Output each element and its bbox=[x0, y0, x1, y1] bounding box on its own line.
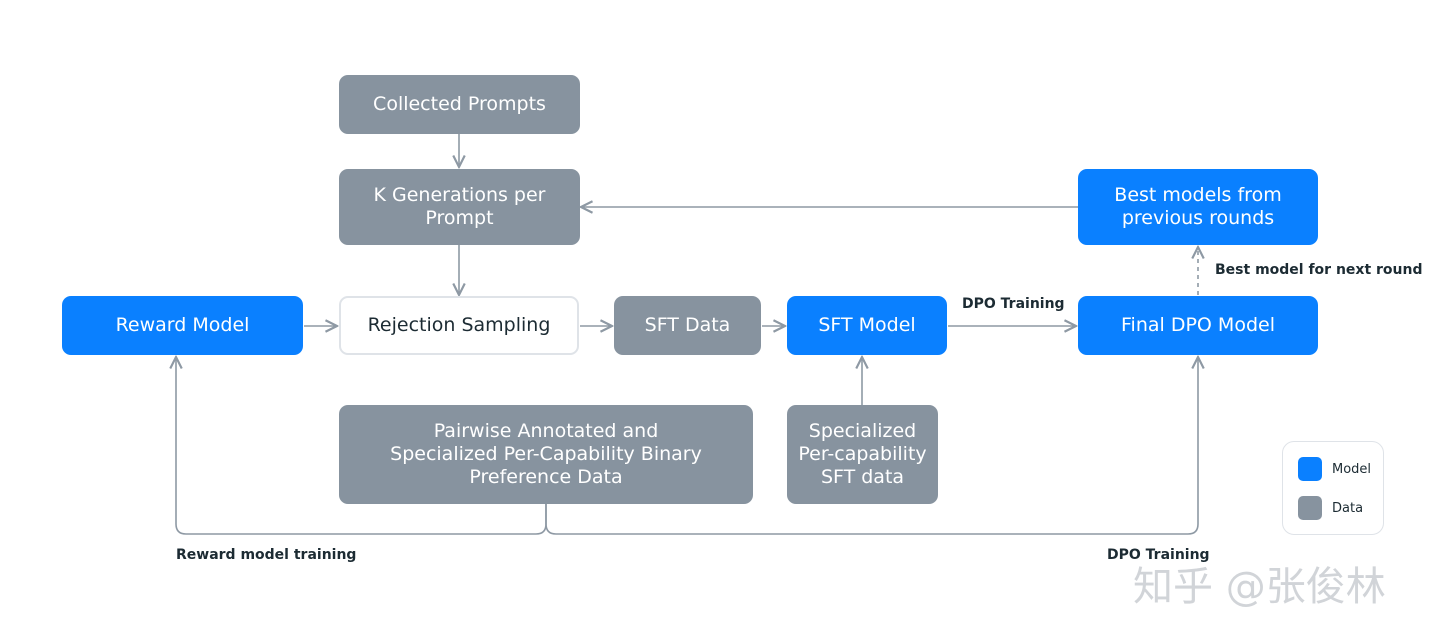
pairwise-data-node: Pairwise Annotated and Specialized Per-C… bbox=[339, 405, 753, 504]
final-dpo-model-node: Final DPO Model bbox=[1078, 296, 1318, 355]
best-models-node: Best models from previous rounds bbox=[1078, 169, 1318, 245]
sft-data-label: SFT Data bbox=[644, 314, 731, 336]
k-generations-label: K Generations per Prompt bbox=[373, 184, 546, 229]
final-dpo-model-label: Final DPO Model bbox=[1121, 314, 1275, 336]
dpo-training-bottom-label: DPO Training bbox=[1107, 547, 1210, 563]
sft-model-label: SFT Model bbox=[818, 314, 916, 336]
legend-model-label: Model bbox=[1332, 461, 1372, 477]
sft-data-node: SFT Data bbox=[614, 296, 761, 355]
arrow-pairwise-to-dpo-model bbox=[545, 357, 1198, 535]
watermark: 知乎 @张俊林 bbox=[1133, 564, 1386, 610]
arrow-pairwise-to-reward-model bbox=[176, 357, 547, 535]
rejection-sampling-node: Rejection Sampling bbox=[339, 296, 579, 355]
sft-model-node: SFT Model bbox=[787, 296, 947, 355]
best-model-next-round-label: Best model for next round bbox=[1215, 262, 1423, 278]
legend-model-swatch bbox=[1298, 457, 1322, 481]
k-generations-node: K Generations per Prompt bbox=[339, 169, 580, 245]
reward-model-label: Reward Model bbox=[115, 314, 250, 336]
pairwise-data-label: Pairwise Annotated and Specialized Per-C… bbox=[390, 420, 702, 488]
rejection-sampling-label: Rejection Sampling bbox=[367, 314, 551, 336]
legend: Model Data bbox=[1282, 441, 1384, 535]
specialized-sft-data-label: Specialized Per-capability SFT data bbox=[798, 420, 927, 488]
best-models-label: Best models from previous rounds bbox=[1114, 184, 1282, 229]
reward-model-node: Reward Model bbox=[62, 296, 303, 355]
specialized-sft-data-node: Specialized Per-capability SFT data bbox=[787, 405, 938, 504]
legend-data-swatch bbox=[1298, 496, 1322, 520]
legend-data-label: Data bbox=[1332, 500, 1364, 516]
collected-prompts-node: Collected Prompts bbox=[339, 75, 580, 134]
reward-model-training-label: Reward model training bbox=[176, 547, 357, 563]
dpo-training-top-label: DPO Training bbox=[962, 296, 1065, 312]
legend-model-row: Model bbox=[1298, 457, 1371, 481]
collected-prompts-label: Collected Prompts bbox=[373, 93, 546, 115]
legend-data-row: Data bbox=[1298, 496, 1363, 520]
